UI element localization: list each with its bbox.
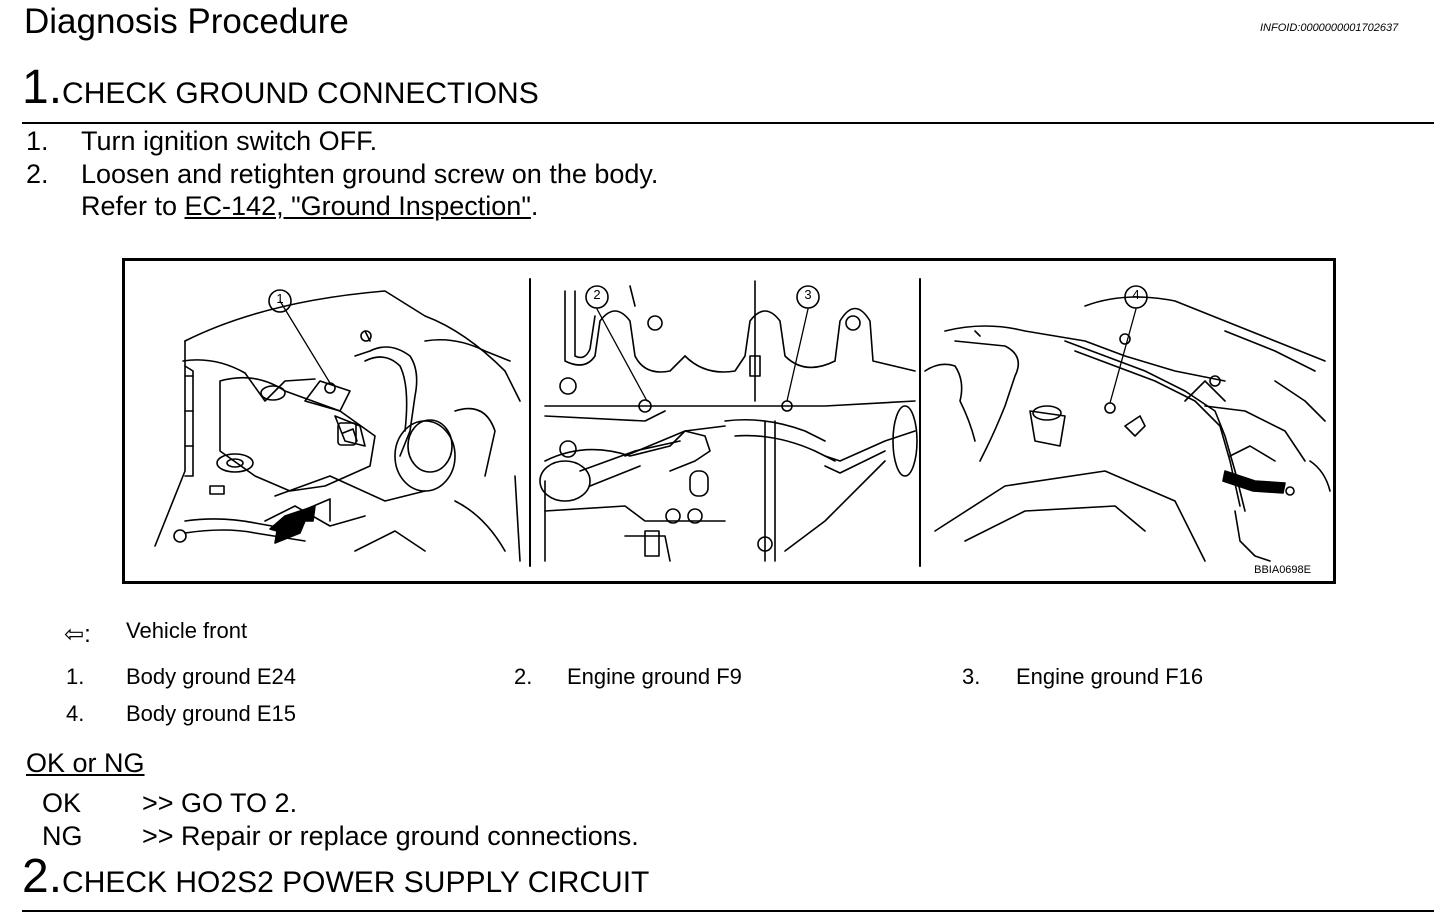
step-2-title: CHECK HO2S2 POWER SUPPLY CIRCUIT xyxy=(62,866,650,899)
legend-2-number: 2. xyxy=(514,664,533,689)
ok-or-ng-heading: OK or NG xyxy=(26,748,145,778)
result-ok-key: OK xyxy=(42,788,82,818)
panel-3-drawing xyxy=(924,296,1331,562)
instruction-1-number: 1. xyxy=(26,126,49,156)
legend-4-number: 4. xyxy=(66,701,85,726)
callout-4-label: 4 xyxy=(1132,287,1140,302)
panel-1-drawing xyxy=(154,290,521,562)
legend-2-text: Engine ground F9 xyxy=(567,664,742,689)
figure-code: BBIA0698E xyxy=(1254,564,1311,576)
callout-3-label: 3 xyxy=(804,287,812,302)
result-ng-key: NG xyxy=(42,821,83,851)
instruction-1-text: Turn ignition switch OFF. xyxy=(81,126,378,156)
callout-4-circle xyxy=(1124,285,1148,309)
step-2-heading: 2.CHECK HO2S2 POWER SUPPLY CIRCUIT xyxy=(22,849,649,904)
engine-bay-illustration xyxy=(154,278,1331,567)
legend-1-number: 1. xyxy=(66,664,85,689)
vehicle-front-arrow-icon: ⇦: xyxy=(64,621,91,648)
step-2-divider xyxy=(22,910,1434,912)
result-ok-text: >> GO TO 2. xyxy=(142,788,298,818)
legend-3-text: Engine ground F16 xyxy=(1016,664,1204,689)
step-1-number: 1. xyxy=(22,61,63,114)
info-id: INFOID:0000000001702637 xyxy=(1260,22,1399,34)
step-1-title: CHECK GROUND CONNECTIONS xyxy=(62,77,539,110)
callout-1-label: 1 xyxy=(276,291,284,306)
step-1-divider xyxy=(22,122,1434,124)
vehicle-front-label: Vehicle front xyxy=(126,618,248,643)
step-2-number: 2. xyxy=(22,850,63,903)
callout-2-label: 2 xyxy=(593,287,601,302)
refer-prefix: Refer to xyxy=(81,191,185,221)
instruction-2-number: 2. xyxy=(26,159,49,189)
ground-inspection-link[interactable]: EC-142, "Ground Inspection" xyxy=(184,191,531,221)
callout-3-circle xyxy=(796,285,820,309)
instruction-2-text: Loosen and retighten ground screw on the… xyxy=(81,159,659,189)
refer-line: Refer to EC-142, "Ground Inspection". xyxy=(81,191,538,222)
legend-1-text: Body ground E24 xyxy=(126,664,297,689)
legend-3-number: 3. xyxy=(962,664,981,689)
callout-2-circle xyxy=(585,285,609,309)
step-1-heading: 1.CHECK GROUND CONNECTIONS xyxy=(22,60,539,115)
result-ng-text: >> Repair or replace ground connections. xyxy=(142,821,639,851)
callout-1-circle xyxy=(268,289,292,313)
ground-locations-figure: 1 2 3 4 BBIA0698E xyxy=(122,258,1336,584)
panel-2-drawing xyxy=(539,280,918,562)
page-title: Diagnosis Procedure xyxy=(24,2,349,41)
legend-4-text: Body ground E15 xyxy=(126,701,297,726)
refer-suffix: . xyxy=(530,191,539,221)
